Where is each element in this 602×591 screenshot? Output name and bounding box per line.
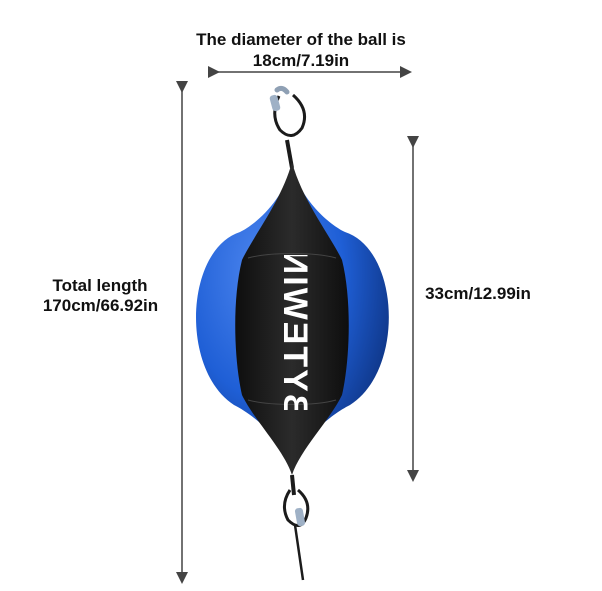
top-cord (269, 85, 306, 169)
speed-ball (196, 162, 389, 475)
ball-length-value: 33cm/12.99in (425, 284, 531, 303)
bottom-cord (283, 474, 310, 581)
diameter-value: 18cm/7.19in (252, 51, 350, 70)
brand-logo: BYTEWIN (276, 255, 314, 410)
svg-text:BYTEWIN: BYTEWIN (276, 255, 314, 410)
total-length-title: Total length (52, 276, 148, 295)
diameter-title: The diameter of the ball is (196, 30, 406, 49)
total-length-value: 170cm/66.92in (42, 296, 159, 315)
